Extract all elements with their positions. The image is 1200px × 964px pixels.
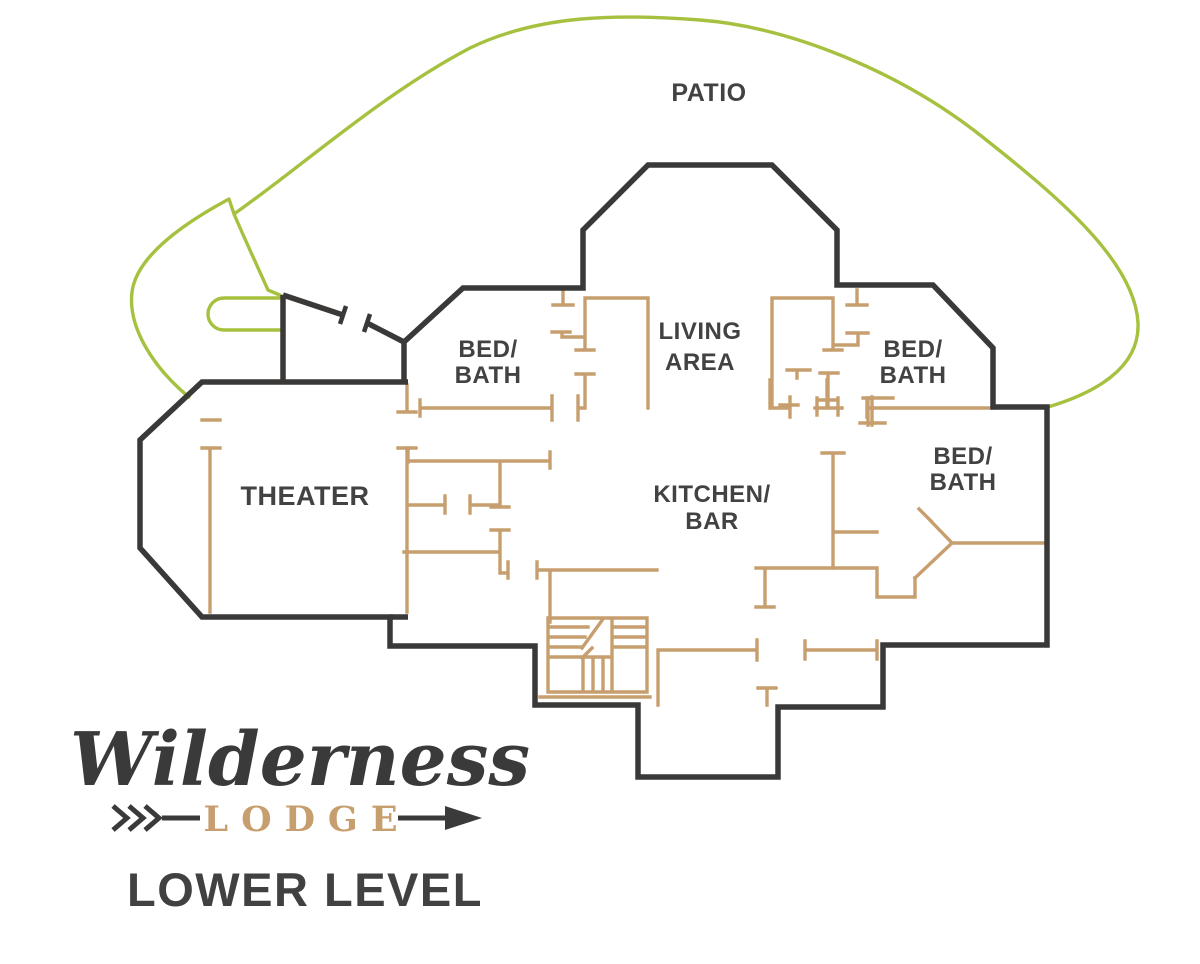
entry-door-jambs [337, 305, 373, 333]
entry-door-wall [282, 292, 407, 382]
staircase [538, 616, 652, 699]
main-outline [137, 162, 1050, 780]
hall-walls [656, 566, 917, 707]
room-labels: PATIO LIVING AREA BED/ BATH BED/ BATH BE… [241, 79, 997, 535]
kitchen-walls [402, 446, 659, 624]
label-bedbath-left-2: BATH [455, 362, 522, 389]
interior-walls [200, 288, 1047, 707]
theater-walls [200, 383, 418, 614]
label-living-1: LIVING [658, 318, 741, 345]
label-bedbath-right-2: BATH [880, 362, 947, 389]
exterior-walls [137, 162, 1050, 780]
logo-lodge-text: LODGE [203, 799, 410, 840]
patio-curve-entry-branch [232, 213, 283, 298]
logo-script-text: Wilderness [70, 717, 530, 803]
arrow-fletching-icon [111, 804, 163, 832]
label-bedbath-lower-2: BATH [930, 469, 997, 496]
entry-walkway-outline [206, 296, 283, 332]
logo-block: Wilderness LODGE LOWER LEVEL [70, 717, 530, 916]
label-bedbath-lower-1: BED/ [933, 443, 992, 470]
bedbath-right-walls [768, 288, 995, 427]
label-kitchen-1: KITCHEN/ [653, 481, 770, 508]
label-bedbath-left-1: BED/ [458, 336, 517, 363]
arrow-head-icon [445, 806, 482, 830]
patio-outline [129, 15, 1140, 409]
logo-level-text: LOWER LEVEL [127, 863, 483, 916]
label-theater: THEATER [241, 481, 370, 511]
bedbath-left-walls [418, 288, 650, 422]
label-living-2: AREA [665, 349, 735, 376]
label-bedbath-right-1: BED/ [883, 336, 942, 363]
patio-curve-main [129, 15, 1140, 409]
bedbath-lower-walls [820, 395, 1047, 581]
label-kitchen-2: BAR [685, 508, 739, 535]
label-patio: PATIO [671, 79, 746, 107]
